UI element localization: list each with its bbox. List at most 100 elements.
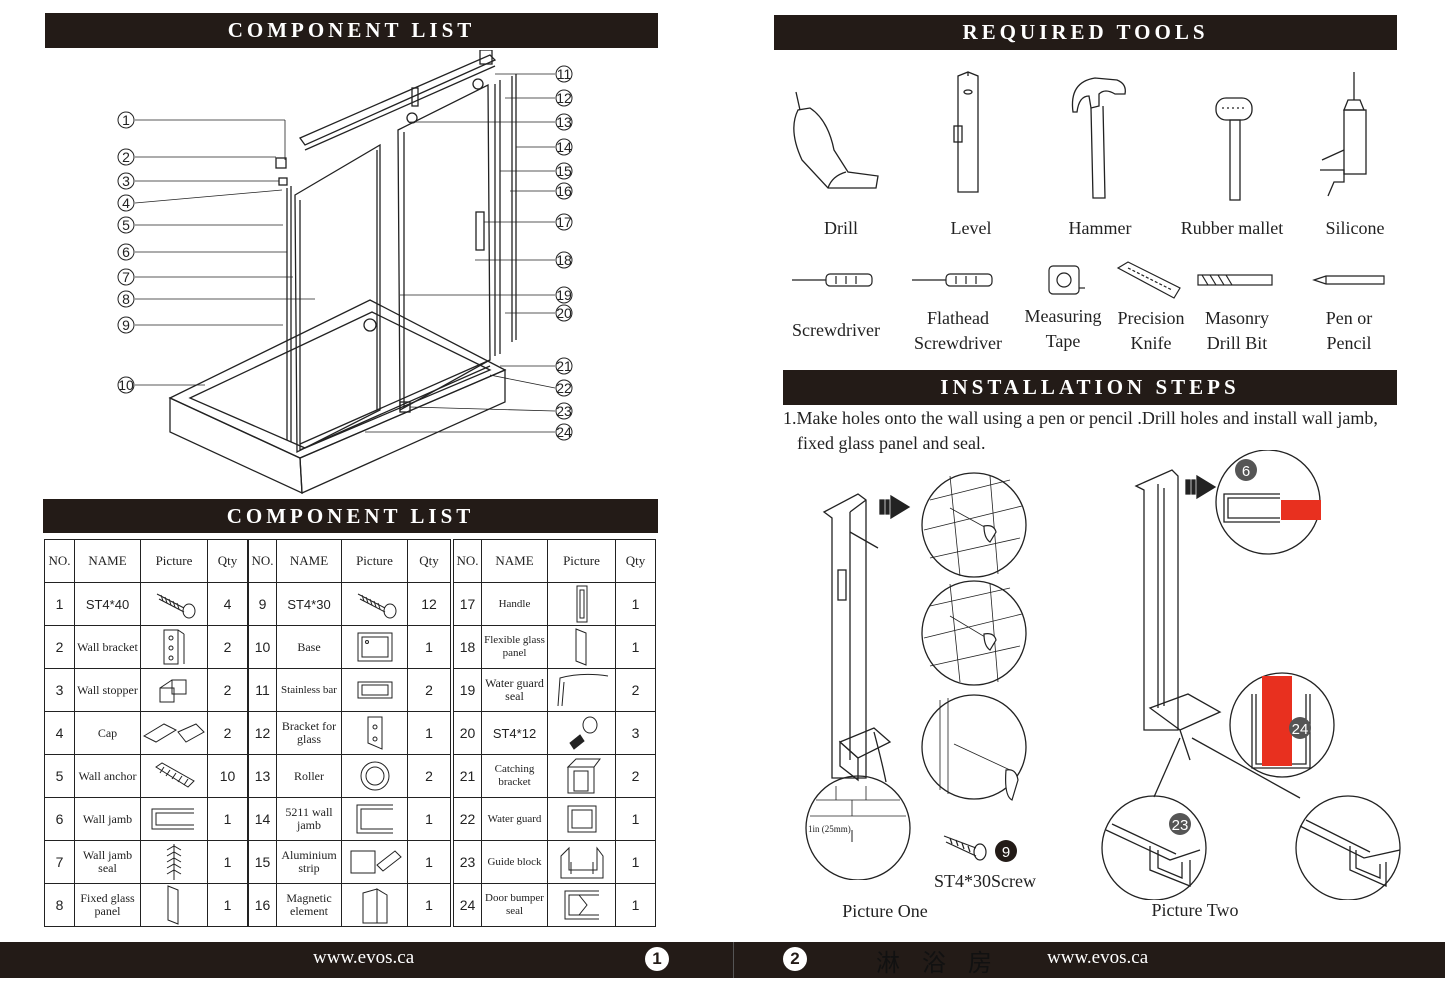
- col-qty: Qty: [407, 539, 451, 583]
- callout-number: 6: [122, 244, 130, 260]
- component-list-header-top: COMPONENT LIST: [45, 13, 658, 48]
- wall-jamb-icon: [140, 797, 208, 841]
- screwdriver-icon: [792, 273, 873, 287]
- pencil-icon: [1312, 275, 1385, 285]
- tool-label-level: Level: [950, 218, 992, 238]
- tool-label-screwdriver: Screwdriver: [792, 320, 880, 340]
- screw-icon: [341, 582, 408, 626]
- screw-icon: [140, 582, 208, 626]
- col-name: NAME: [74, 539, 141, 583]
- header-text: REQUIRED TOOLS: [962, 20, 1209, 44]
- level-icon: [953, 71, 979, 193]
- picture-one-caption: Picture One: [842, 901, 928, 921]
- header-text: INSTALLATION STEPS: [940, 375, 1240, 399]
- silicone-gun-icon: [1320, 72, 1367, 197]
- small-screw-icon: [547, 711, 616, 755]
- precision-knife-icon: [1116, 261, 1181, 299]
- callout-number: 3: [122, 173, 130, 189]
- callout-number: 4: [122, 195, 130, 211]
- callout-number: 16: [556, 183, 572, 199]
- col-no: NO.: [453, 539, 482, 583]
- exploded-shower-diagram: 1 2 3 4 5 6 7 8 9 10 11 12 13 14 15 16 1…: [117, 50, 573, 495]
- footer-url-left: www.evos.ca: [313, 947, 415, 968]
- screw-label: ST4*30Screw: [934, 871, 1036, 891]
- drill-icon: [793, 91, 879, 189]
- header-text: COMPONENT LIST: [227, 18, 476, 42]
- page-number-left: 1: [645, 947, 669, 971]
- wall-jamb-seal-icon: [140, 840, 208, 884]
- callout-number: 22: [556, 380, 572, 396]
- tool-label-rubber-mallet: Rubber mallet: [1180, 218, 1284, 238]
- col-qty: Qty: [615, 539, 656, 583]
- rubber-mallet-icon: [1215, 97, 1253, 201]
- fixed-glass-panel-icon: [140, 883, 208, 927]
- callout-number: 10: [118, 377, 134, 393]
- col-picture: Picture: [341, 539, 408, 583]
- screw-icon: [943, 835, 987, 861]
- footer-chinese-text: 淋浴房: [876, 949, 1014, 977]
- glass-bracket-icon: [341, 711, 408, 755]
- callout-23: 23: [1172, 817, 1189, 834]
- col-qty: Qty: [207, 539, 248, 583]
- tool-label-hammer: Hammer: [1068, 218, 1132, 238]
- catching-bracket-icon: [547, 754, 616, 798]
- callout-24: 24: [1292, 721, 1309, 738]
- flexible-glass-panel-icon: [547, 625, 616, 669]
- callout-number: 12: [556, 90, 572, 106]
- callout-number: 20: [556, 305, 572, 321]
- wall-stopper-icon: [140, 668, 208, 712]
- callout-number: 19: [556, 287, 572, 303]
- callout-6: 6: [1242, 463, 1250, 480]
- required-tools-header: REQUIRED TOOLS: [774, 15, 1397, 50]
- callout-number: 21: [556, 358, 572, 374]
- aluminium-strip-icon: [341, 840, 408, 884]
- guide-block-icon: [547, 840, 616, 884]
- callout-number: 11: [557, 66, 572, 82]
- callout-number: 1: [122, 112, 130, 128]
- callout-number: 13: [556, 114, 572, 130]
- component-list-header-bottom: COMPONENT LIST: [43, 499, 658, 533]
- callout-number: 23: [556, 403, 572, 419]
- wall-anchor-icon: [140, 754, 208, 798]
- water-guard-icon: [547, 797, 616, 841]
- picture-two-diagram: 6 24 23: [1101, 450, 1401, 900]
- tool-label-silicone: Silicone: [1325, 218, 1385, 238]
- header-text: COMPONENT LIST: [226, 504, 475, 528]
- callout-number: 24: [556, 424, 572, 440]
- measuring-tape-icon: [1048, 265, 1085, 295]
- col-no: NO.: [248, 539, 277, 583]
- stainless-bar-icon: [341, 668, 408, 712]
- magnetic-element-icon: [341, 883, 408, 927]
- picture-two-caption: Picture Two: [1151, 900, 1239, 920]
- screw-callout: 9: [1002, 844, 1010, 861]
- callout-number: 17: [556, 214, 572, 230]
- col-name: NAME: [276, 539, 342, 583]
- col-picture: Picture: [547, 539, 616, 583]
- callout-number: 2: [122, 149, 130, 165]
- callout-number: 8: [122, 291, 130, 307]
